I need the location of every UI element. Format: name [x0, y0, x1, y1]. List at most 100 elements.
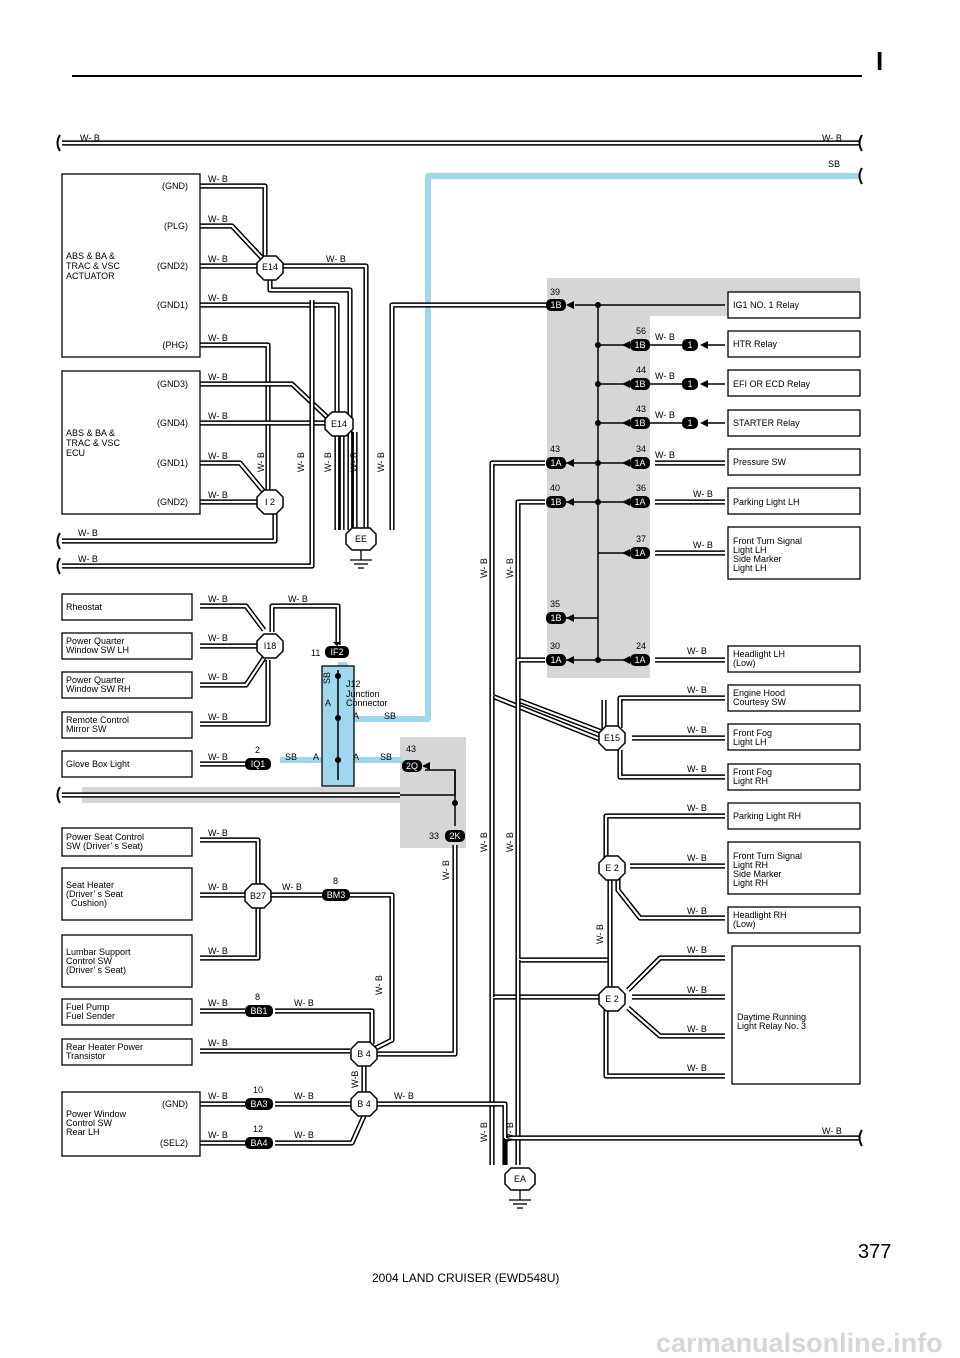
svg-text:1: 1 — [687, 418, 692, 428]
svg-text:W- B: W- B — [208, 946, 228, 956]
svg-text:1A: 1A — [550, 458, 561, 468]
wire-color-labels: W- B W- B W- B W- B W- B W- B W- B W- B … — [78, 174, 842, 1142]
svg-text:E15: E15 — [604, 733, 620, 743]
svg-text:W- B: W- B — [208, 490, 228, 500]
svg-text:W- B: W- B — [505, 1122, 515, 1142]
svg-text:30: 30 — [550, 641, 560, 651]
svg-text:I18: I18 — [264, 641, 277, 651]
pin-gnd1-ecu: (GND1) — [157, 458, 188, 468]
svg-text:W- B: W- B — [822, 1126, 842, 1136]
svg-text:BM3: BM3 — [327, 890, 346, 900]
svg-text:W- B: W- B — [208, 1130, 228, 1140]
junction-i2: I 2 — [256, 489, 284, 515]
svg-text:36: 36 — [636, 483, 646, 493]
svg-text:W- B: W- B — [655, 450, 675, 460]
svg-text:8: 8 — [333, 876, 338, 886]
svg-text:W- B: W- B — [294, 1130, 314, 1140]
svg-text:W- B: W- B — [208, 882, 228, 892]
svg-text:W- B: W- B — [208, 333, 228, 343]
svg-text:BA3: BA3 — [250, 1099, 267, 1109]
svg-text:W- B: W- B — [687, 803, 707, 813]
svg-text:W- B: W- B — [655, 332, 675, 342]
svg-text:2Q: 2Q — [406, 761, 418, 771]
power-window-box — [61, 1091, 201, 1157]
svg-text:HTR Relay: HTR Relay — [733, 339, 778, 349]
efi-relay-box — [727, 369, 861, 397]
svg-text:W- B: W- B — [655, 410, 675, 420]
fog-rh-box — [727, 763, 861, 791]
svg-text:1A: 1A — [550, 655, 561, 665]
svg-text:W- B: W- B — [441, 860, 451, 880]
svg-text:W- B: W- B — [479, 832, 489, 852]
junction-e14-top: E14 — [256, 255, 284, 281]
relay-pin-starter: 1 — [682, 417, 708, 429]
svg-text:35: 35 — [550, 599, 560, 609]
pin-gnd3: (GND3) — [157, 379, 188, 389]
abs-actuator-line: TRAC & VSC — [66, 261, 121, 271]
svg-text:W- B: W- B — [687, 906, 707, 916]
pin-gnd-pw: (GND) — [162, 1099, 188, 1109]
svg-text:E 2: E 2 — [605, 863, 619, 873]
svg-text:56: 56 — [636, 326, 646, 336]
svg-text:IG1 NO. 1 Relay: IG1 NO. 1 Relay — [733, 300, 800, 310]
svg-text:I 2: I 2 — [265, 497, 275, 507]
svg-text:B 4: B 4 — [357, 1099, 371, 1109]
abs-ecu-line: ABS & BA & — [66, 428, 115, 438]
svg-text:W- B: W- B — [208, 372, 228, 382]
pin-gnd4: (GND4) — [157, 418, 188, 428]
svg-text:E14: E14 — [262, 262, 278, 272]
svg-text:34: 34 — [636, 444, 646, 454]
ground-ea: EA — [504, 1167, 536, 1209]
svg-text:W- B: W- B — [294, 998, 314, 1008]
svg-text:IQ1: IQ1 — [251, 759, 266, 769]
svg-text:W- B: W- B — [349, 452, 359, 472]
svg-text:W- B: W- B — [208, 1038, 228, 1048]
svg-text:W- B: W- B — [323, 452, 333, 472]
svg-text:W- B: W- B — [693, 489, 713, 499]
junction-e2-lower: E 2 — [598, 986, 626, 1012]
svg-text:A: A — [353, 711, 359, 721]
turn-lh-box — [727, 526, 861, 580]
svg-text:IF2: IF2 — [330, 647, 343, 657]
svg-text:EE: EE — [355, 534, 367, 544]
relay-pin-htr: 1 — [682, 339, 708, 351]
svg-text:W- B: W- B — [288, 594, 308, 604]
svg-text:W- B: W- B — [208, 594, 228, 604]
svg-text:W- B: W- B — [505, 832, 515, 852]
hood-sw-box — [727, 684, 861, 712]
svg-text:37: 37 — [636, 534, 646, 544]
svg-text:Headlight RH(Low): Headlight RH(Low) — [733, 910, 787, 929]
seat-heater-box — [61, 867, 193, 921]
svg-text:W- B: W- B — [505, 558, 515, 578]
pressure-sw-box — [727, 448, 861, 476]
fog-lh-box — [727, 723, 861, 751]
svg-text:W- B: W- B — [208, 174, 228, 184]
svg-text:Pressure SW: Pressure SW — [733, 457, 787, 467]
pin-gnd: (GND) — [162, 181, 188, 191]
pin-plg: (PLG) — [164, 221, 188, 231]
svg-text:W- B: W- B — [296, 452, 306, 472]
svg-text:1A: 1A — [634, 458, 645, 468]
svg-text:33: 33 — [429, 831, 439, 841]
pin-gnd2: (GND2) — [157, 261, 188, 271]
svg-text:W- B: W- B — [687, 1024, 707, 1034]
svg-text:W- B: W- B — [326, 254, 346, 264]
wire-label: W- B — [822, 133, 842, 143]
rheostat-box — [61, 593, 193, 621]
svg-text:W- B: W- B — [376, 452, 386, 472]
svg-text:43: 43 — [550, 444, 560, 454]
abs-ecu-wires — [56, 300, 358, 575]
svg-text:1A: 1A — [634, 497, 645, 507]
abs-actuator-box — [61, 173, 201, 358]
svg-text:24: 24 — [636, 641, 646, 651]
